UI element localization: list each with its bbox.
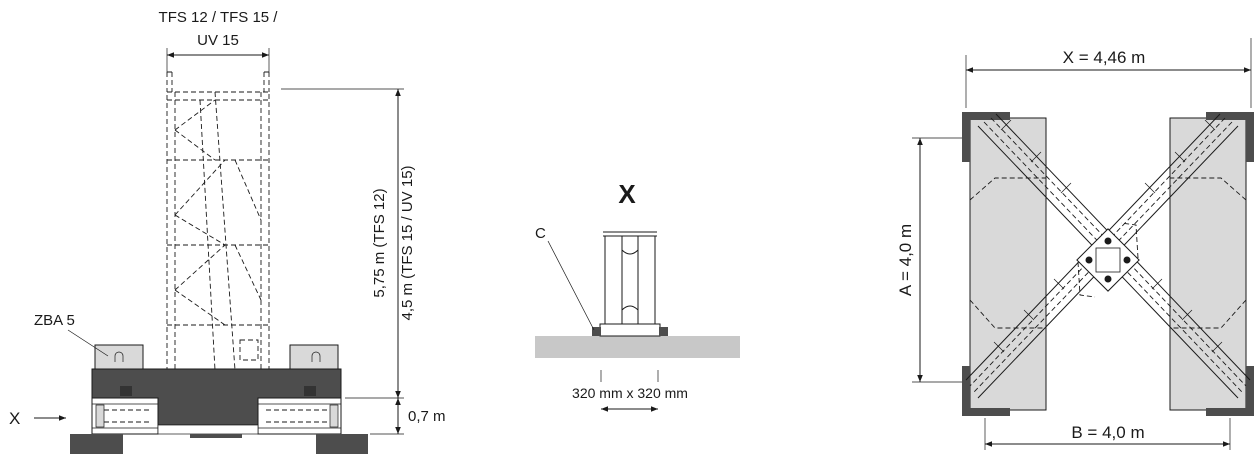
- detail-title: X: [618, 179, 636, 209]
- ballast-label: ZBA 5: [34, 312, 75, 329]
- tower-type-label-line1: TFS 12 / TFS 15 /: [159, 9, 279, 26]
- height-label-line2: 4,5 m (TFS 15 / UV 15): [399, 165, 416, 320]
- callout-leader: [547, 240, 595, 331]
- plan-hidden-edge-3: [1170, 177, 1247, 201]
- depth-a-label: A = 4,0 m: [896, 224, 915, 296]
- tower-frame: [166, 91, 270, 371]
- pad-left: [592, 327, 601, 336]
- tower-type-label-line2: UV 15: [197, 32, 239, 49]
- corner-bracket-bl: [962, 366, 1010, 416]
- detail-view: X C 320 mm x 320 mm: [535, 179, 740, 412]
- post-profile: [599, 231, 661, 337]
- side-view: TFS 12 / TFS 15 / UV 15: [9, 9, 446, 454]
- plan-hidden-edge-4: [1170, 299, 1247, 329]
- plan-block-right: [1169, 117, 1247, 411]
- base-slot-left: [120, 386, 132, 396]
- corner-bracket-tl: [962, 112, 1010, 162]
- center-node: [1076, 222, 1140, 298]
- foot-center: [190, 434, 242, 438]
- base-slot-right: [304, 386, 316, 396]
- plan-block-left: [969, 117, 1047, 411]
- lower-beams: [91, 397, 342, 435]
- plan-hidden-edge-1: [969, 177, 1046, 201]
- ballast-leader: [67, 329, 109, 357]
- lifting-loop-right: [311, 351, 321, 362]
- tower-pins: [166, 71, 270, 92]
- corner-bracket-br: [1206, 366, 1254, 416]
- corner-bracket-tr: [1206, 112, 1254, 162]
- width-x-label: X = 4,46 m: [1063, 48, 1146, 67]
- pad-right: [659, 327, 668, 336]
- ballast-block-right: [289, 344, 339, 371]
- view-arrow-label: X: [9, 409, 20, 428]
- foot-left: [70, 434, 123, 454]
- lifting-loop-left: [114, 351, 124, 362]
- base-height-label: 0,7 m: [408, 408, 446, 425]
- ground-slab: [535, 336, 740, 358]
- foot-right: [316, 434, 368, 454]
- plan-hidden-edge-2: [969, 299, 1046, 329]
- ballast-block-left: [94, 344, 144, 371]
- plan-view: X = 4,46 m: [896, 38, 1254, 450]
- width-b-label: B = 4,0 m: [1071, 423, 1144, 442]
- height-label-line1: 5,75 m (TFS 12): [371, 188, 388, 297]
- pad-dimension-label: 320 mm x 320 mm: [572, 385, 688, 401]
- callout-c: C: [535, 225, 546, 242]
